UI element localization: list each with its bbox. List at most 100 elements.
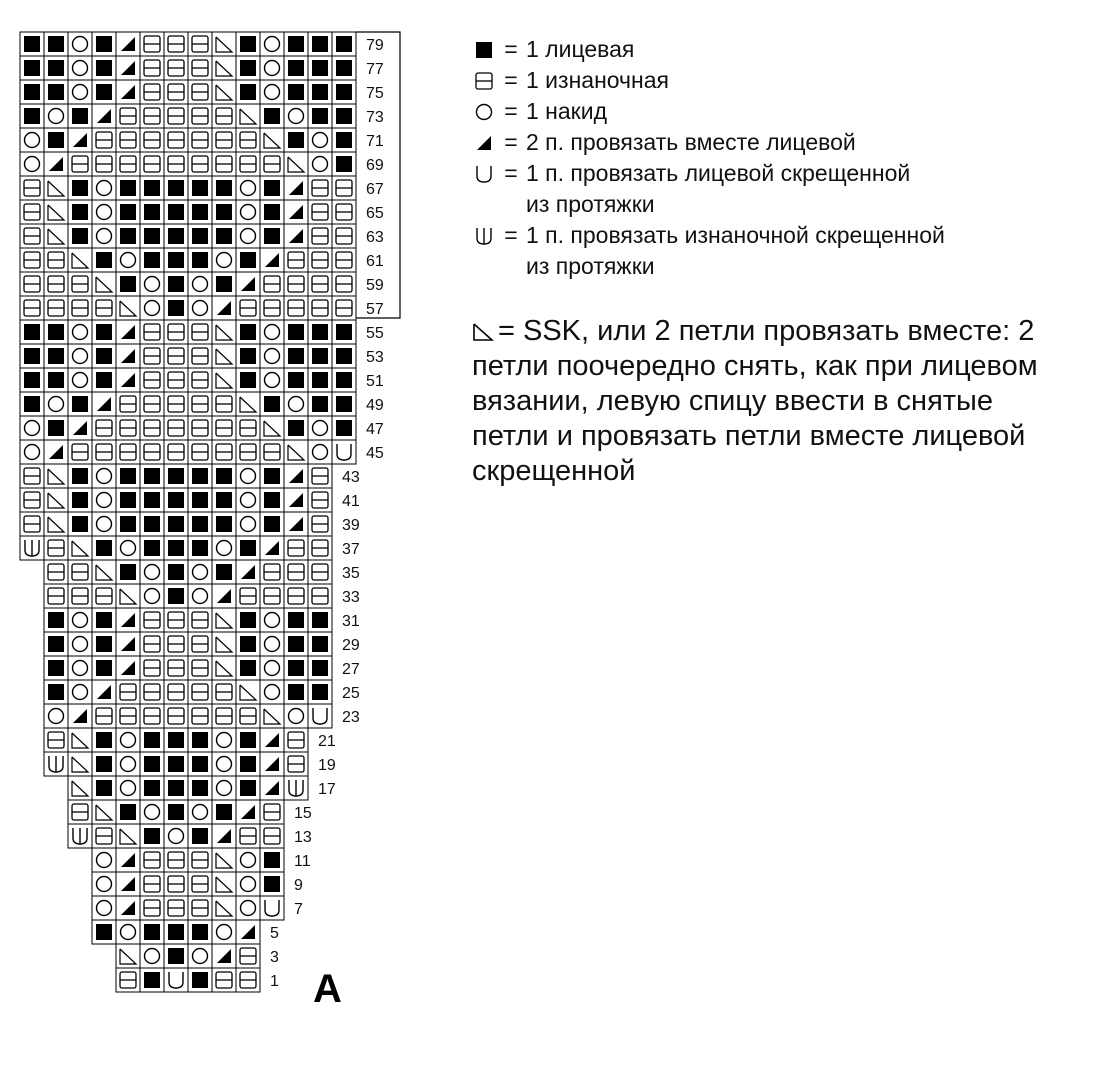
row-number-label: 21 — [318, 733, 336, 750]
knit-filled-square-icon — [91, 79, 117, 105]
chart-row: 11 — [91, 847, 311, 873]
knit-filled-square-icon — [91, 31, 117, 57]
purl-square-line-icon — [163, 607, 189, 633]
purl-square-line-icon — [163, 631, 189, 657]
row-number-label: 57 — [366, 301, 384, 318]
purl-square-line-icon — [139, 55, 165, 81]
yarn-over-circle-icon — [91, 199, 117, 225]
knit-filled-square-icon — [307, 631, 333, 657]
knit-filled-square-icon — [307, 79, 333, 105]
yarn-over-circle-icon — [211, 727, 237, 753]
purl-square-line-icon — [139, 79, 165, 105]
row-number-label: 5 — [270, 925, 279, 942]
knit-filled-square-icon — [67, 391, 93, 417]
knit-filled-square-icon — [187, 199, 213, 225]
purl-square-line-icon — [43, 271, 69, 297]
knit-filled-square-icon — [139, 175, 165, 201]
purl-square-line-icon — [331, 199, 357, 225]
purl-square-line-icon — [283, 295, 309, 321]
purl-square-line-icon — [259, 151, 285, 177]
chart-row: 13 — [67, 823, 312, 849]
knit-filled-square-icon — [67, 223, 93, 249]
chart-row: 25 — [43, 679, 360, 705]
knit-filled-square-icon — [307, 343, 333, 369]
k2tog-triangle-icon — [283, 175, 309, 201]
ssk-triangle-outline-icon — [283, 151, 309, 177]
knit-filled-square-icon — [476, 41, 492, 58]
knit-filled-square-icon — [43, 343, 69, 369]
k2tog-triangle-icon — [115, 319, 141, 345]
knit-filled-square-icon — [163, 199, 189, 225]
knit-filled-square-icon — [91, 367, 117, 393]
knit-filled-square-icon — [331, 391, 357, 417]
knit-filled-square-icon — [211, 463, 237, 489]
chart-row: 43 — [19, 463, 360, 489]
legend-text-continuation: из протяжки — [526, 191, 655, 217]
yarn-over-circle-icon — [235, 895, 261, 921]
purl-square-line-icon — [163, 343, 189, 369]
chart-row: 51 — [19, 367, 384, 393]
knit-filled-square-icon — [115, 559, 141, 585]
purl-square-line-icon — [235, 823, 261, 849]
k2tog-triangle-icon — [115, 367, 141, 393]
purl-square-line-icon — [163, 703, 189, 729]
purl-square-line-icon — [43, 559, 69, 585]
chart-row: 23 — [43, 703, 360, 729]
knit-filled-square-icon — [187, 775, 213, 801]
ssk-triangle-outline-icon — [43, 487, 69, 513]
chart-row: 69 — [19, 151, 384, 177]
purl-square-line-icon — [235, 295, 261, 321]
knit-filled-square-icon — [187, 535, 213, 561]
yarn-over-circle-icon — [283, 391, 309, 417]
yarn-over-circle-icon — [91, 871, 117, 897]
knit-filled-square-icon — [163, 919, 189, 945]
purl-square-line-icon — [283, 583, 309, 609]
k2tog-triangle-icon — [259, 775, 285, 801]
knit-filled-square-icon — [187, 967, 213, 993]
purl-square-line-icon — [139, 391, 165, 417]
yarn-over-circle-icon — [187, 583, 213, 609]
purl-square-line-icon — [331, 223, 357, 249]
knit-filled-square-icon — [283, 55, 309, 81]
knit-filled-square-icon — [43, 655, 69, 681]
p-tbl-u-icon — [283, 775, 309, 801]
yarn-over-circle-icon — [235, 871, 261, 897]
yarn-over-circle-icon — [67, 655, 93, 681]
yarn-over-circle-icon — [43, 703, 69, 729]
p-tbl-u-icon — [67, 823, 93, 849]
purl-square-line-icon — [91, 583, 117, 609]
ssk-triangle-outline-icon — [43, 463, 69, 489]
purl-square-line-icon — [163, 367, 189, 393]
purl-square-line-icon — [43, 535, 69, 561]
knit-filled-square-icon — [91, 343, 117, 369]
purl-square-line-icon — [115, 415, 141, 441]
repeat-bracket — [356, 31, 401, 319]
knit-filled-square-icon — [259, 511, 285, 537]
knit-filled-square-icon — [139, 199, 165, 225]
knit-filled-square-icon — [307, 391, 333, 417]
knit-filled-square-icon — [331, 79, 357, 105]
knit-filled-square-icon — [115, 463, 141, 489]
knit-filled-square-icon — [163, 511, 189, 537]
yarn-over-circle-icon — [235, 847, 261, 873]
knit-filled-square-icon — [235, 631, 261, 657]
purl-square-line-icon — [283, 247, 309, 273]
purl-square-line-icon — [307, 271, 333, 297]
knit-filled-square-icon — [211, 271, 237, 297]
yarn-over-circle-icon — [115, 919, 141, 945]
purl-square-line-icon — [235, 127, 261, 153]
yarn-over-circle-icon — [67, 55, 93, 81]
yarn-over-circle-icon — [43, 391, 69, 417]
knit-filled-square-icon — [235, 727, 261, 753]
yarn-over-circle-icon — [211, 247, 237, 273]
purl-square-line-icon — [235, 151, 261, 177]
k2tog-triangle-icon — [283, 463, 309, 489]
purl-square-line-icon — [163, 391, 189, 417]
row-number-label: 67 — [366, 181, 384, 198]
knit-filled-square-icon — [235, 775, 261, 801]
knit-filled-square-icon — [19, 391, 45, 417]
k-tbl-u-icon — [476, 165, 492, 183]
purl-square-line-icon — [139, 679, 165, 705]
row-number-label: 1 — [270, 973, 279, 990]
knit-filled-square-icon — [331, 31, 357, 57]
